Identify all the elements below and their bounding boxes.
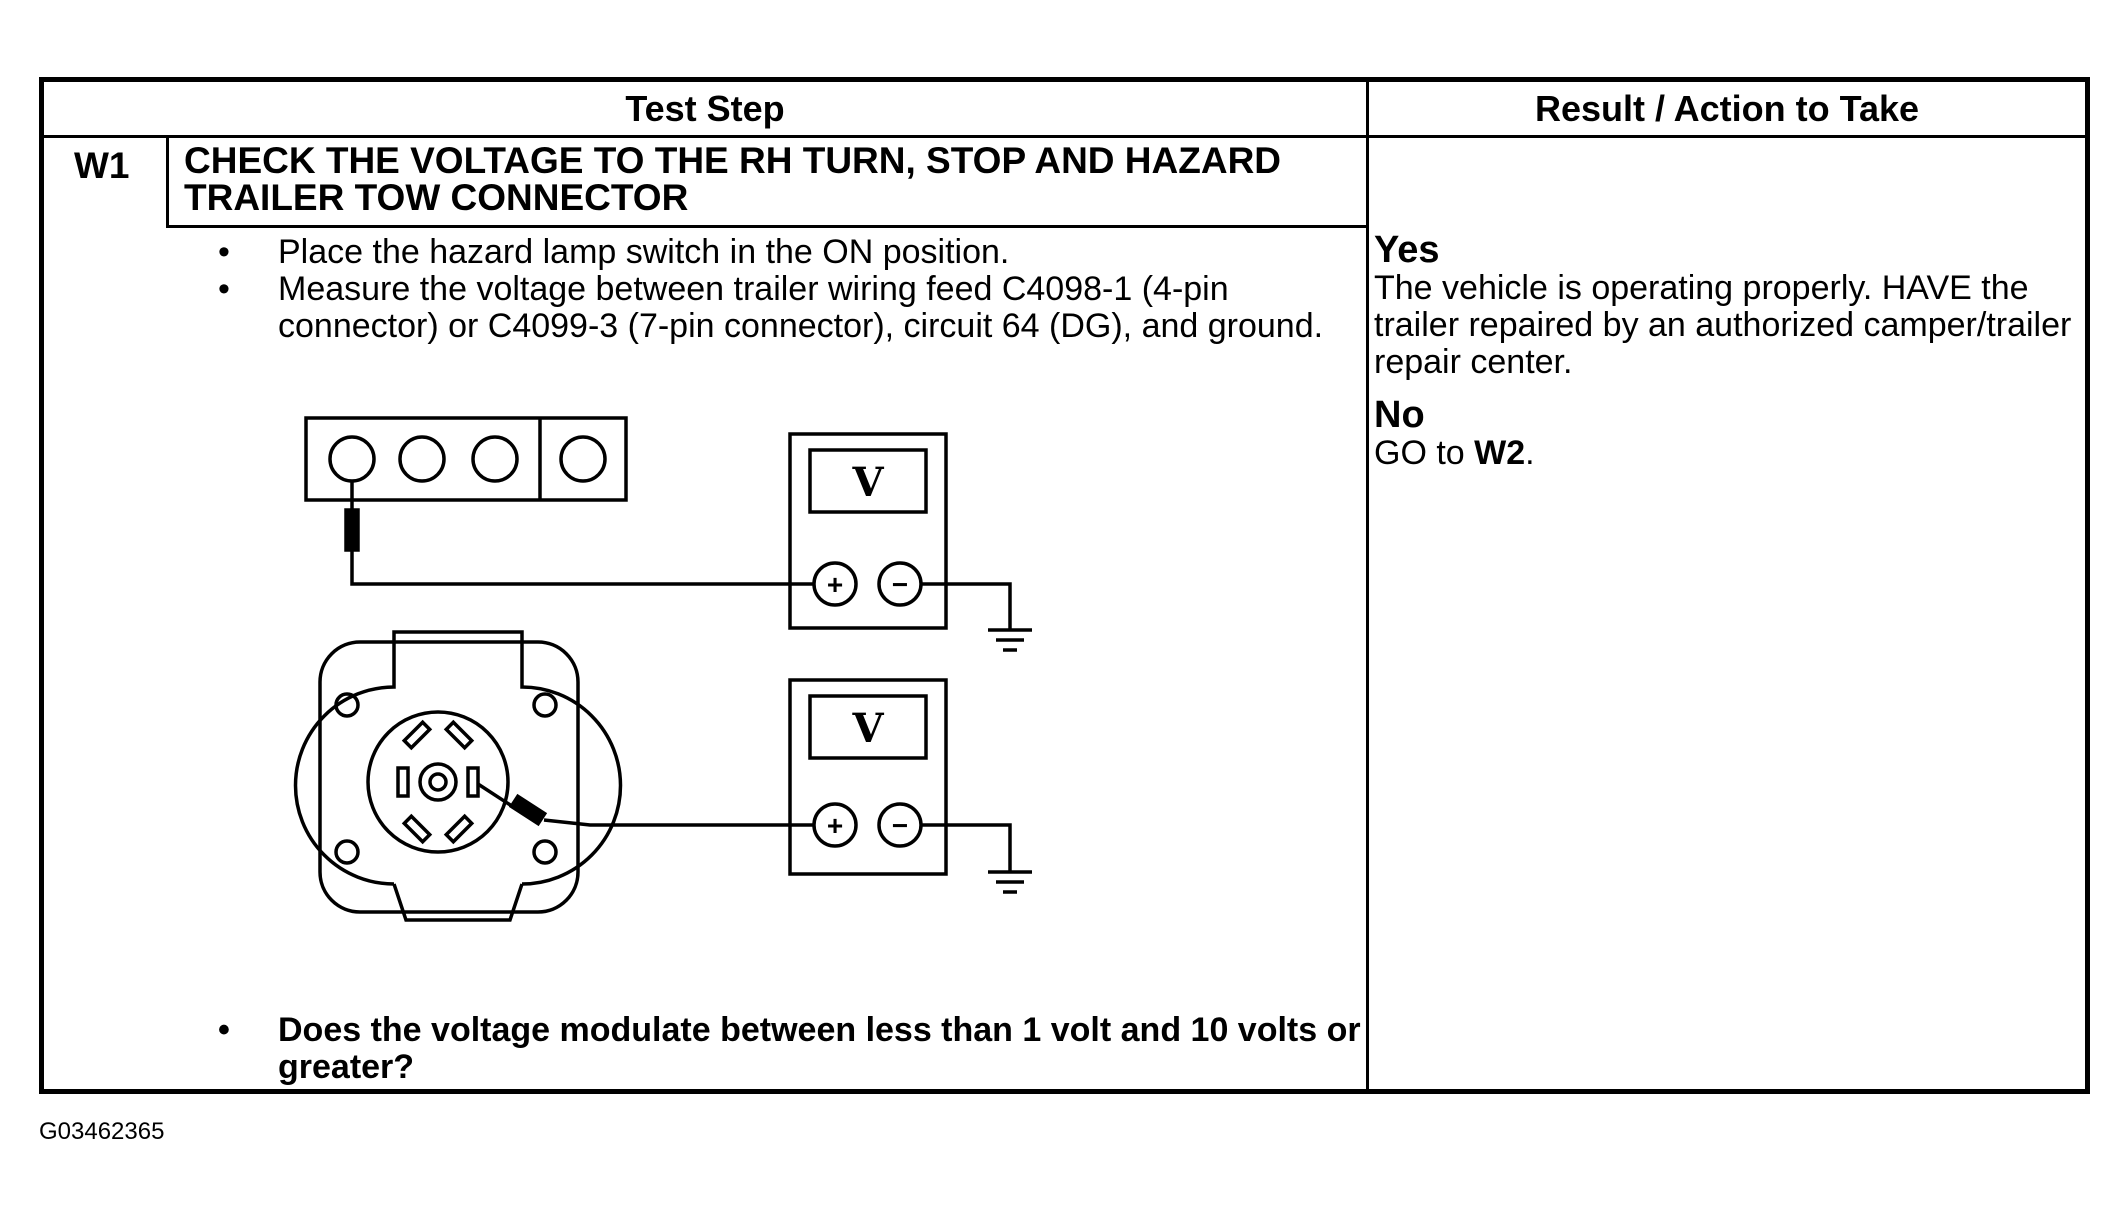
bullet-symbol: • (218, 1011, 230, 1049)
four-pin-connector (304, 416, 628, 502)
step-title: CHECK THE VOLTAGE TO THE RH TURN, STOP A… (184, 140, 1282, 218)
instruction-list: • Place the hazard lamp switch in the ON… (176, 234, 1356, 345)
goto-step-link[interactable]: W2 (1474, 434, 1526, 472)
bullet-symbol: • (218, 270, 230, 308)
wiring-diagram: V V + − + − (293, 416, 1032, 922)
step-title-divider (166, 225, 1369, 228)
header-result: Result / Action to Take (1534, 88, 1920, 129)
meter-1-label: V (851, 459, 884, 506)
result-yes-heading: Yes (1374, 229, 1440, 271)
step-id-divider (166, 135, 169, 226)
minus-terminal-2: − (892, 810, 908, 841)
voltmeter-2 (788, 678, 1032, 894)
header-divider (44, 135, 2085, 138)
probe-2 (477, 782, 813, 827)
seven-pin-connector (293, 630, 623, 922)
result-no-prefix: GO to (1374, 434, 1475, 472)
result-no-text: GO to W2. (1374, 435, 2074, 472)
result-no-heading: No (1374, 394, 1425, 436)
result-no-suffix: . (1525, 434, 1535, 472)
meter-2-label: V (851, 705, 884, 752)
plus-terminal-1: + (827, 569, 843, 600)
instruction-text: Measure the voltage between trailer wiri… (278, 270, 1324, 345)
instruction-text: Place the hazard lamp switch in the ON p… (278, 233, 1010, 271)
bullet-symbol: • (218, 233, 230, 271)
minus-terminal-1: − (892, 569, 908, 600)
plus-terminal-2: + (827, 810, 843, 841)
voltmeter-1 (788, 432, 1032, 652)
test-question: • Does the voltage modulate between less… (176, 1012, 1376, 1086)
instruction-item: • Measure the voltage between trailer wi… (176, 271, 1356, 345)
question-text: Does the voltage modulate between less t… (278, 1011, 1361, 1086)
instruction-item: • Place the hazard lamp switch in the ON… (176, 234, 1356, 271)
step-id: W1 (74, 145, 130, 186)
column-divider (1366, 82, 1369, 1089)
result-column: Yes The vehicle is operating properly. H… (1374, 230, 2074, 472)
header-test-step: Test Step (625, 88, 785, 129)
diagnostic-table: Test Step Result / Action to Take W1 CHE… (39, 77, 2090, 1094)
figure-id: G03462365 (39, 1118, 165, 1145)
probe-1 (344, 481, 813, 586)
result-yes-text: The vehicle is operating properly. HAVE … (1374, 269, 2072, 381)
